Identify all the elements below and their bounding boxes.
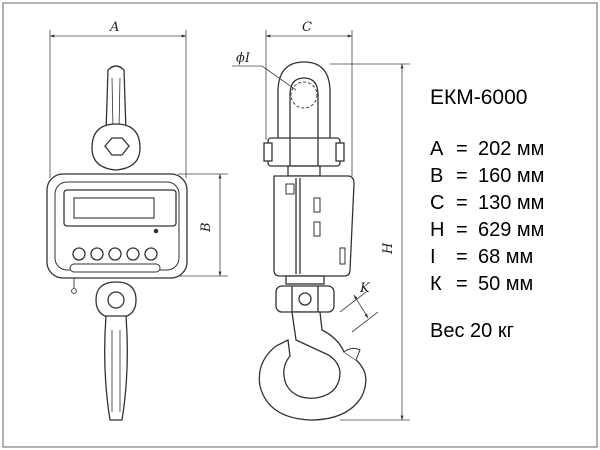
spec-value: 50 мм	[478, 273, 534, 295]
front-dimensions	[49, 30, 228, 277]
side-dimensions	[232, 30, 410, 421]
side-view	[258, 61, 367, 421]
spec-letter: К	[430, 273, 442, 295]
dim-phi-label: ϕI	[236, 51, 251, 66]
spec-value: 130 мм	[478, 192, 545, 214]
spec-equals: =	[456, 165, 468, 187]
spec-value: 629 мм	[478, 219, 545, 241]
side-clevis	[267, 137, 341, 167]
dim-h-label: H	[381, 242, 396, 255]
side-hook	[258, 311, 367, 421]
spec-row-i: I = 68 мм	[430, 244, 544, 271]
spec-letter: I	[430, 246, 436, 268]
spec-row-c: C = 130 мм	[430, 190, 544, 217]
spec-panel: ЕКМ-6000 A = 202 мм B = 160 мм C = 130 мм H = 62…	[430, 86, 544, 343]
spec-row-h: H = 629 мм	[430, 217, 544, 244]
spec-letter: A	[430, 138, 444, 160]
dim-c-label: C	[302, 20, 312, 35]
spec-equals: =	[456, 138, 468, 160]
spec-equals: =	[456, 273, 468, 295]
weight-text: Вес 20 кг	[430, 320, 514, 342]
spec-value: 202 мм	[478, 138, 545, 160]
spec-letter: H	[430, 219, 445, 241]
front-top-shackle	[105, 65, 127, 133]
dim-b-label: B	[199, 222, 214, 233]
spec-value: 160 мм	[478, 165, 545, 187]
dim-k-label: K	[359, 281, 371, 296]
spec-equals: =	[456, 219, 468, 241]
spec-value: 68 мм	[478, 246, 534, 268]
model-name: ЕКМ-6000	[430, 86, 528, 109]
side-shackle	[277, 61, 331, 141]
spec-letter: B	[430, 165, 444, 187]
spec-row-b: B = 160 мм	[430, 163, 544, 190]
dim-a-label: A	[109, 20, 119, 35]
spec-row-k: К = 50 мм	[430, 271, 544, 298]
button-row	[72, 247, 158, 261]
spec-row-a: A = 202 мм	[430, 136, 544, 163]
front-view	[46, 65, 188, 421]
spec-letter: C	[430, 192, 445, 214]
front-hook	[104, 315, 128, 421]
spec-equals: =	[456, 246, 468, 268]
spec-equals: =	[456, 192, 468, 214]
